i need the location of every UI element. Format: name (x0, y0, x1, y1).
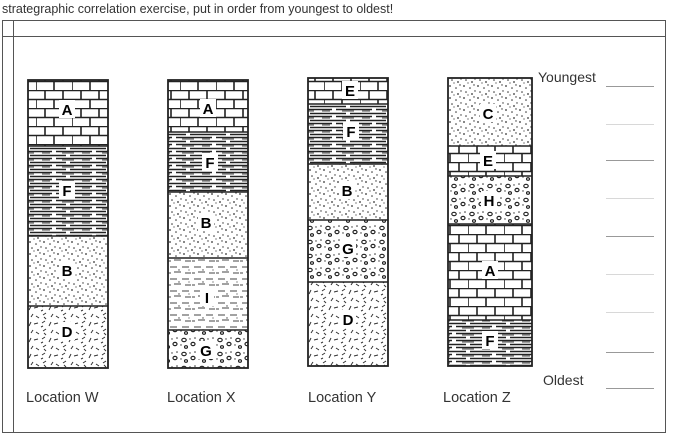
layer-letter: F (205, 155, 214, 172)
layer-letter: F (62, 183, 71, 200)
answer-line-1[interactable] (606, 86, 654, 87)
answer-line-4[interactable] (606, 198, 654, 199)
exercise-table (2, 20, 666, 433)
location-w-label: Location W (26, 390, 99, 406)
layer-letter: I (205, 290, 209, 307)
column-location-w: A F B D (27, 79, 109, 369)
instructions-text: strategraphic correlation exercise, put … (2, 2, 394, 16)
layer-letter: B (342, 183, 353, 200)
location-x-label: Location X (167, 390, 236, 406)
answer-line-7[interactable] (606, 312, 654, 313)
layer-letter: E (483, 153, 493, 170)
layer-letter: G (200, 343, 212, 360)
layer-letter: G (342, 241, 354, 258)
column-location-z: C E H A F (447, 77, 533, 367)
location-z-label: Location Z (443, 390, 511, 406)
layer-letter: A (485, 263, 496, 280)
layer-letter: F (485, 333, 494, 350)
column-location-y: E F B G D (307, 77, 389, 367)
answer-line-5[interactable] (606, 236, 654, 237)
layer-letter: A (62, 102, 73, 119)
layer-letter: D (343, 312, 354, 329)
table-header-line (3, 36, 665, 37)
oldest-label: Oldest (543, 372, 584, 388)
answer-line-6[interactable] (606, 274, 654, 275)
layer-letter: B (62, 263, 73, 280)
answer-line-9[interactable] (606, 388, 654, 389)
layer-letter: E (345, 83, 355, 100)
layer-letter: F (346, 124, 355, 141)
answer-line-3[interactable] (606, 160, 654, 161)
layer-letter: B (201, 215, 212, 232)
layer-letter: H (484, 193, 495, 210)
layer-letter: D (62, 324, 73, 341)
answer-line-2[interactable] (606, 124, 654, 125)
youngest-label: Youngest (538, 69, 596, 85)
table-left-line (13, 21, 14, 432)
column-location-x: A F B I G (167, 79, 249, 369)
location-y-label: Location Y (308, 390, 377, 406)
answer-line-8[interactable] (606, 352, 654, 353)
layer-letter: A (203, 101, 214, 118)
layer-letter: C (483, 106, 494, 123)
